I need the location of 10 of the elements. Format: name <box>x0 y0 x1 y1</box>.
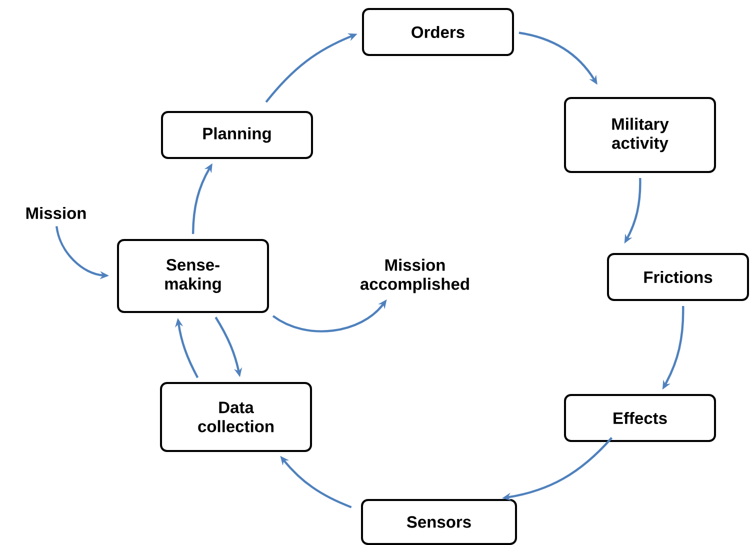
text-label: Mission accomplished <box>360 258 469 294</box>
text-label: Mission <box>26 206 86 220</box>
process-box: Data collection <box>160 382 312 452</box>
process-box: Effects <box>564 394 716 442</box>
process-box: Orders <box>362 8 514 56</box>
process-box: Military activity <box>564 97 716 173</box>
process-box: Sense-making <box>117 239 269 313</box>
process-box: Sensors <box>361 499 517 545</box>
process-box: Frictions <box>607 253 749 301</box>
process-box: Planning <box>161 111 313 159</box>
